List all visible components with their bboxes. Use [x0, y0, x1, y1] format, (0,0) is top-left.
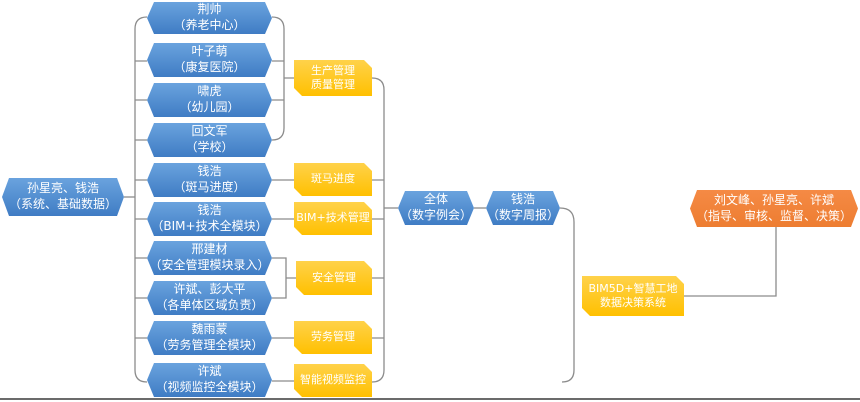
root-node: 孙星亮、钱浩 （系统、基础数据） — [2, 178, 124, 216]
person-name: 许斌 — [197, 364, 222, 379]
person-role: （斑马进度） — [173, 180, 246, 194]
node-line: （指导、审核、监督、决策） — [695, 208, 852, 223]
person-role: （BIM+技术全模块） — [151, 219, 268, 233]
person-node-bim-tech: 钱浩 （BIM+技术全模块） — [147, 202, 272, 236]
decision-system-node: BIM5D+智慧工地 数据决策系统 — [582, 276, 684, 316]
node-line: 全体 — [423, 192, 448, 207]
person-name: 钱浩 — [197, 203, 222, 218]
node-line: （数字例会） — [399, 208, 472, 222]
person-node-rehab-hospital: 叶子萌 （康复医院） — [147, 43, 272, 77]
leaders-node: 刘文峰、孙星亮、许斌 （指导、审核、监督、决策） — [690, 190, 858, 227]
person-role: （安全管理模块录入） — [149, 258, 270, 272]
person-node-elderly-center: 荆帅 （养老中心） — [147, 2, 272, 34]
person-name: 钱浩 — [197, 164, 222, 179]
root-line-1: 孙星亮、钱浩 — [26, 181, 99, 196]
person-node-school: 回文军 （学校） — [147, 123, 272, 157]
person-name: 回文军 — [191, 124, 228, 139]
person-node-video: 许斌 （视频监控全模块） — [147, 363, 272, 397]
node-line: BIM5D+智慧工地 — [588, 281, 678, 295]
person-node-kindergarten: 啸虎 （幼儿园） — [147, 83, 272, 117]
person-name: 魏雨蒙 — [191, 322, 228, 337]
node-line: 钱浩 — [510, 192, 535, 207]
person-role: （劳务管理全模块） — [155, 338, 264, 352]
person-role: （学校） — [185, 140, 234, 154]
module-line: 质量管理 — [311, 78, 355, 91]
person-role: （养老中心） — [173, 18, 246, 32]
module-safety: 安全管理 — [296, 261, 372, 295]
person-role: （视频监控全模块） — [155, 380, 264, 394]
module-production-quality: 生产管理 质量管理 — [294, 60, 372, 96]
module-line: 劳务管理 — [311, 330, 355, 344]
person-name: 叶子萌 — [191, 44, 228, 59]
person-node-safety-entry: 邢建材 （安全管理模块录入） — [147, 241, 272, 275]
node-line: 刘文峰、孙星亮、许斌 — [713, 192, 834, 207]
module-zebra-schedule: 斑马进度 — [294, 163, 372, 196]
person-name: 邢建材 — [191, 242, 228, 257]
person-node-zebra-schedule: 钱浩 （斑马进度） — [147, 163, 272, 197]
person-role: （幼儿园） — [179, 100, 240, 114]
module-bim-tech: BIM+技术管理 — [294, 202, 372, 235]
module-labor: 劳务管理 — [294, 321, 372, 354]
person-role: （各单体区域负责） — [155, 298, 264, 312]
person-node-labor: 魏雨蒙 （劳务管理全模块） — [147, 321, 272, 355]
module-line: 斑马进度 — [311, 172, 355, 186]
person-name: 啸虎 — [197, 84, 222, 99]
all-hands-meeting-node: 全体 （数字例会） — [398, 191, 474, 225]
bottom-divider — [0, 398, 860, 400]
person-node-area-lead: 许斌、彭大平 （各单体区域负责） — [147, 281, 272, 315]
module-line: 生产管理 — [311, 63, 355, 77]
module-line: BIM+技术管理 — [296, 211, 370, 225]
module-line: 智能视频监控 — [300, 373, 366, 387]
person-name: 许斌、彭大平 — [173, 282, 246, 297]
node-line: 数据决策系统 — [600, 296, 666, 309]
module-video: 智能视频监控 — [294, 364, 372, 397]
person-role: （康复医院） — [173, 60, 246, 74]
weekly-report-node: 钱浩 （数字周报） — [486, 191, 560, 225]
module-line: 安全管理 — [312, 270, 356, 284]
person-name: 荆帅 — [197, 2, 222, 17]
root-line-2: （系统、基础数据） — [8, 197, 117, 211]
node-line: （数字周报） — [486, 208, 559, 222]
